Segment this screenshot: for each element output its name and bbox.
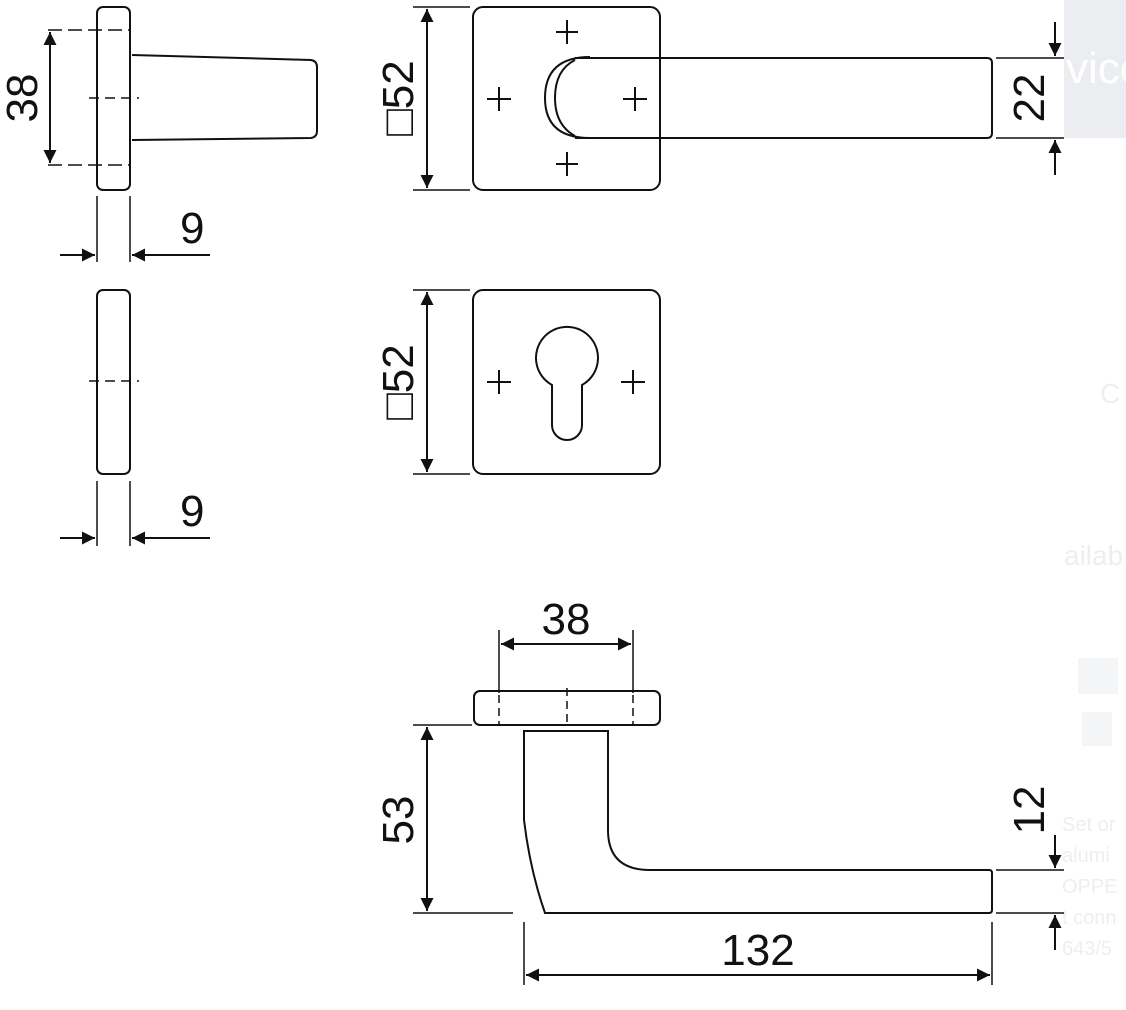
side-lever-body xyxy=(131,54,318,141)
page-title-fragment: vice xyxy=(1066,44,1126,93)
front-lever-arm xyxy=(575,57,993,139)
cylinder-hole xyxy=(535,325,599,441)
side-view-lever xyxy=(43,6,318,262)
description-line: OPPE xyxy=(1062,876,1118,898)
label-side-rose-thickness: 9 xyxy=(180,204,204,253)
description-line: t conn xyxy=(1062,907,1117,929)
faded-availability-fragment: ailab xyxy=(1064,540,1124,571)
label-side-escutcheon-thickness: 9 xyxy=(180,487,204,536)
front-lever-neck-inner xyxy=(553,59,576,137)
top-lever-body xyxy=(523,730,993,914)
faded-option-button-2[interactable] xyxy=(1082,712,1112,746)
label-front-lever-height: 22 xyxy=(1005,74,1054,123)
description-line: Set or xyxy=(1062,814,1116,836)
side-view-escutcheon xyxy=(60,289,210,546)
faded-option-button[interactable] xyxy=(1078,658,1118,694)
top-view-lever xyxy=(413,630,1064,985)
front-square-escutcheon xyxy=(472,289,661,475)
label-top-projection: 53 xyxy=(374,796,423,845)
faded-heading-fragment: C xyxy=(1100,378,1121,409)
description-line: 643/5 xyxy=(1062,938,1113,960)
side-escutcheon-plate xyxy=(96,289,131,475)
label-top-lever-length: 132 xyxy=(721,926,794,975)
front-square-rose xyxy=(472,6,661,191)
label-side-rose-height: 38 xyxy=(0,74,47,123)
front-lever-neck xyxy=(543,56,591,139)
label-front-escutcheon-size: □52 xyxy=(374,344,423,420)
label-top-rose-width: 38 xyxy=(542,595,591,644)
front-view-lever xyxy=(413,6,1064,191)
label-front-rose-size: □52 xyxy=(374,60,423,136)
faded-description: Set or alumi OPPE t conn 643/5 xyxy=(1062,810,1126,965)
label-top-lever-thickness: 12 xyxy=(1005,786,1054,835)
front-view-escutcheon xyxy=(413,289,661,475)
page-header-strip xyxy=(1064,0,1126,138)
description-line: alumi xyxy=(1062,845,1110,867)
